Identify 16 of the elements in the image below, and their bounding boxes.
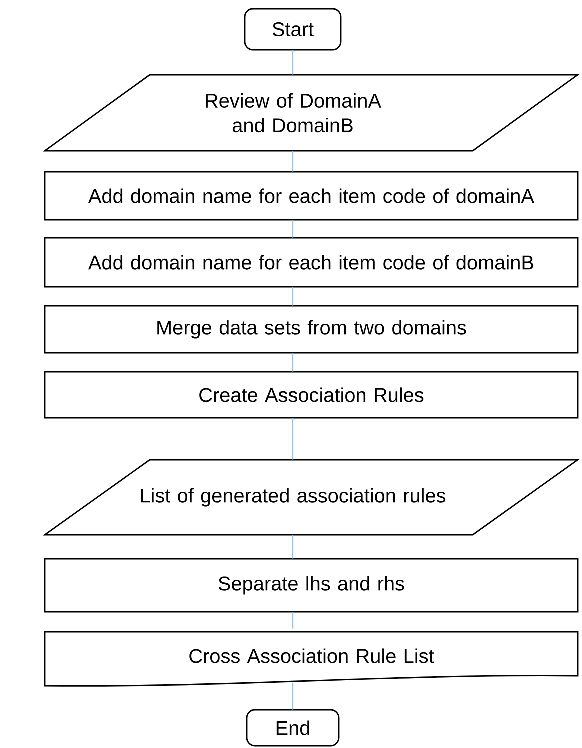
- connector-line: [292, 535, 294, 559]
- connector-line: [292, 418, 294, 460]
- connector-line: [292, 353, 294, 372]
- connector-line: [292, 612, 294, 629]
- terminal-box: Start: [244, 8, 342, 51]
- process-box: Create Association Rules: [44, 371, 579, 419]
- terminal-box: End: [246, 709, 340, 747]
- connector-line: [292, 683, 294, 710]
- connector-line: [292, 220, 294, 238]
- process-box: Add domain name for each item code of domainB: [44, 237, 579, 288]
- process-box: Merge data sets from two domains: [44, 305, 579, 354]
- connector-line: [292, 50, 294, 75]
- connector-line: [292, 151, 294, 172]
- process-box: Add domain name for each item code of domainA: [44, 171, 579, 221]
- connector-line: [292, 287, 294, 306]
- process-box: Separate lhs and rhs: [44, 558, 579, 613]
